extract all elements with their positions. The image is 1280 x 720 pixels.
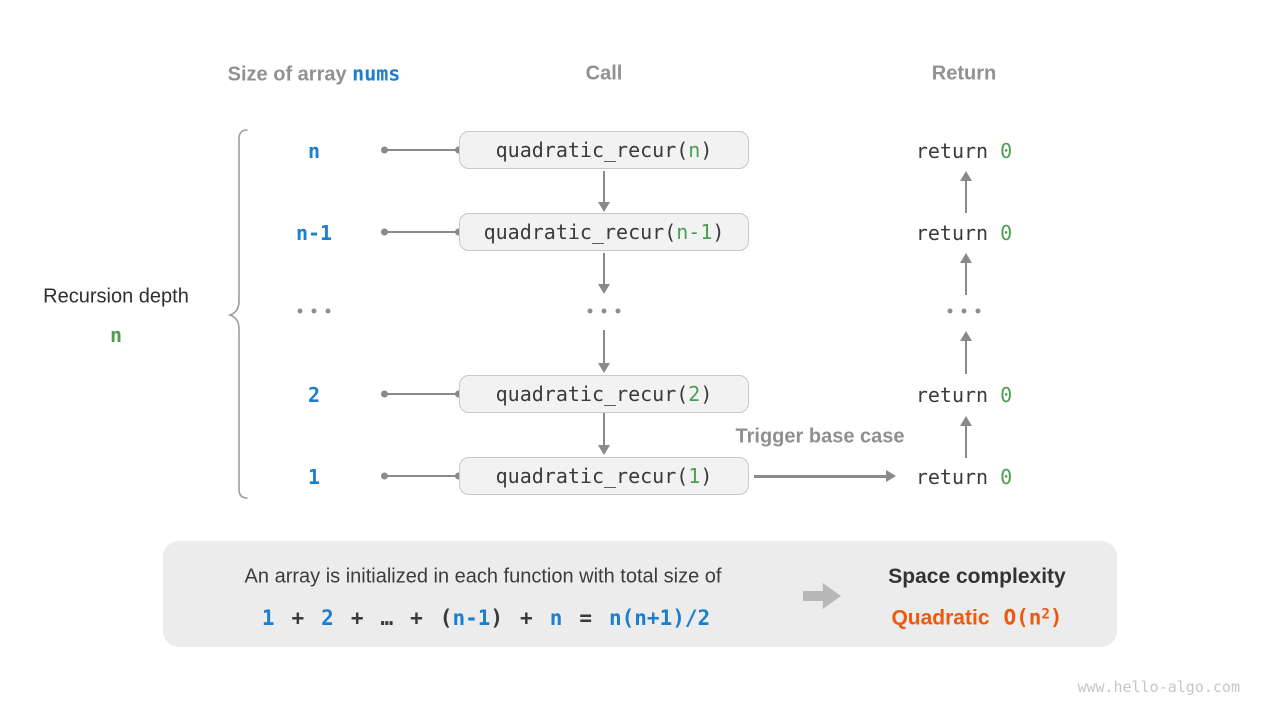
return-keyword: return — [915, 465, 989, 489]
call-box-1: quadratic_recur(1) — [459, 457, 749, 495]
call-text: quadratic_recur( — [495, 464, 689, 488]
return-row-1: return 0 — [916, 465, 1012, 489]
trigger-arrow-right — [754, 475, 887, 478]
connector-row-2 — [384, 393, 459, 395]
return-row-n-1: return 0 — [916, 221, 1012, 245]
call-arg: n — [688, 138, 701, 162]
call-text-close: ) — [700, 138, 713, 162]
formula-plus: + — [291, 606, 305, 630]
space-complexity-title: Space complexity — [888, 565, 1066, 588]
call-text-close: ) — [712, 220, 725, 244]
call-arg: 2 — [688, 382, 701, 406]
summary-panel — [163, 541, 1117, 647]
formula-plus: + — [350, 606, 364, 630]
header-size-prefix: Size of array — [227, 63, 347, 86]
call-text-close: ) — [700, 464, 713, 488]
call-arrow-down-3 — [602, 330, 605, 364]
call-text: quadratic_recur( — [483, 220, 677, 244]
return-arrow-up-4 — [964, 425, 967, 458]
formula-term-2: 2 — [321, 606, 334, 630]
call-text: quadratic_recur( — [495, 382, 689, 406]
size-label-2: 2 — [307, 383, 321, 407]
size-label-1: 1 — [307, 465, 321, 489]
return-keyword: return — [915, 221, 989, 245]
size-label-n: n — [307, 139, 321, 163]
formula-term-4: n — [549, 606, 563, 630]
formula-paren-open: ( — [439, 606, 453, 630]
complexity-name: Quadratic — [891, 606, 990, 630]
header-call: Call — [585, 62, 623, 85]
connector-row-n — [384, 149, 459, 151]
formula-result: n(n+1)/2 — [609, 606, 711, 630]
return-keyword: return — [915, 383, 989, 407]
watermark: www.hello-algo.com — [1077, 678, 1240, 696]
space-complexity-value: Quadratic O(n2) — [891, 606, 1062, 631]
formula-term-3: n-1 — [452, 606, 491, 630]
formula-ellipsis: … — [380, 606, 394, 630]
summary-formula: 1 + 2 + … + (n-1) + n = n(n+1)/2 — [262, 606, 710, 630]
return-value: 0 — [1000, 139, 1013, 163]
complexity-big-o: O(n2) — [1004, 606, 1063, 630]
recursion-depth-label: Recursion depth — [43, 285, 189, 308]
connector-row-n-1 — [384, 231, 459, 233]
size-label-n-1: n-1 — [295, 221, 333, 245]
return-value: 0 — [1000, 221, 1013, 245]
call-arg: 1 — [688, 464, 701, 488]
big-o-exponent: 2 — [1041, 606, 1050, 623]
call-text: quadratic_recur( — [495, 138, 689, 162]
summary-text: An array is initialized in each function… — [244, 565, 722, 588]
call-text-close: ) — [700, 382, 713, 406]
recursion-depth-brace — [227, 129, 248, 499]
call-box-n-1: quadratic_recur(n-1) — [459, 213, 749, 251]
connector-row-1 — [384, 475, 459, 477]
return-row-n: return 0 — [916, 139, 1012, 163]
call-ellipsis — [587, 308, 621, 314]
formula-plus: + — [520, 606, 533, 630]
return-row-2: return 0 — [916, 383, 1012, 407]
call-arrow-down-4 — [602, 413, 605, 446]
formula-term-1: 1 — [261, 606, 275, 630]
call-box-2: quadratic_recur(2) — [459, 375, 749, 413]
return-ellipsis — [947, 308, 981, 314]
header-return: Return — [931, 62, 997, 85]
formula-plus: + — [410, 606, 423, 630]
call-arrow-down-1 — [602, 171, 605, 203]
formula-term-n-1: (n-1) — [440, 606, 503, 630]
header-size-code: nums — [352, 61, 401, 86]
return-keyword: return — [915, 139, 989, 163]
recursion-depth-value: n — [109, 323, 123, 347]
call-arrow-down-2 — [602, 253, 605, 285]
return-arrow-up-3 — [964, 340, 967, 374]
return-value: 0 — [1000, 383, 1013, 407]
trigger-base-case-label: Trigger base case — [735, 425, 905, 448]
big-o-open: O(n — [1003, 605, 1042, 630]
formula-equals: = — [579, 606, 592, 630]
return-arrow-up-1 — [964, 180, 967, 213]
call-arg: n-1 — [676, 220, 713, 244]
return-arrow-up-2 — [964, 262, 967, 295]
header-size-of-array: Size of array nums — [228, 62, 401, 87]
big-o-close: ) — [1049, 605, 1063, 630]
size-ellipsis — [297, 308, 331, 314]
call-box-n: quadratic_recur(n) — [459, 131, 749, 169]
return-value: 0 — [1000, 465, 1013, 489]
formula-paren-close: ) — [490, 606, 504, 630]
